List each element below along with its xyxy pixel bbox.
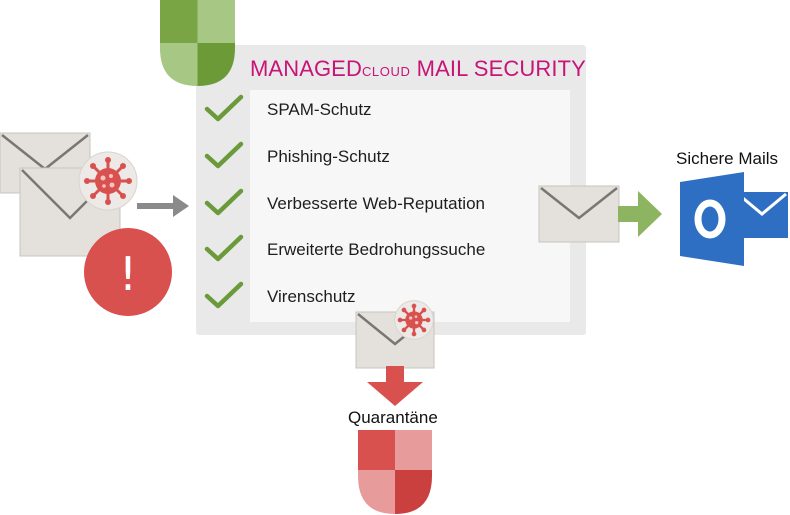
- feature-list-panel: [250, 90, 570, 322]
- svg-text:!: !: [119, 247, 137, 301]
- virus-icon: [78, 151, 138, 211]
- warning-icon: !: [82, 226, 174, 318]
- arrow-down-icon: [366, 366, 424, 406]
- envelope-icon: [538, 185, 620, 243]
- quarantine-label: Quarantäne: [348, 408, 438, 427]
- check-icon: [203, 281, 245, 311]
- arrow-right-icon: [618, 189, 662, 239]
- feature-virus-protection: Virenschutz: [267, 287, 356, 306]
- check-icon: [203, 141, 245, 171]
- feature-phishing: Phishing-Schutz: [267, 147, 390, 166]
- red-shield-icon: [358, 430, 432, 514]
- virus-icon: [394, 300, 434, 340]
- panel-title: MANAGEDCLOUD MAIL SECURITY: [250, 56, 586, 81]
- feature-threat-search: Erweiterte Bedrohungssuche: [267, 240, 486, 259]
- arrow-right-icon: [137, 194, 189, 218]
- feature-web-reputation: Verbesserte Web-Reputation: [267, 194, 485, 213]
- safe-mails-label: Sichere Mails: [676, 149, 779, 168]
- check-icon: [203, 94, 245, 124]
- check-icon: [203, 234, 245, 264]
- outlook-icon: [680, 172, 790, 266]
- feature-spam: SPAM-Schutz: [267, 100, 372, 119]
- check-icon: [203, 188, 245, 218]
- green-shield-icon: [160, 0, 235, 88]
